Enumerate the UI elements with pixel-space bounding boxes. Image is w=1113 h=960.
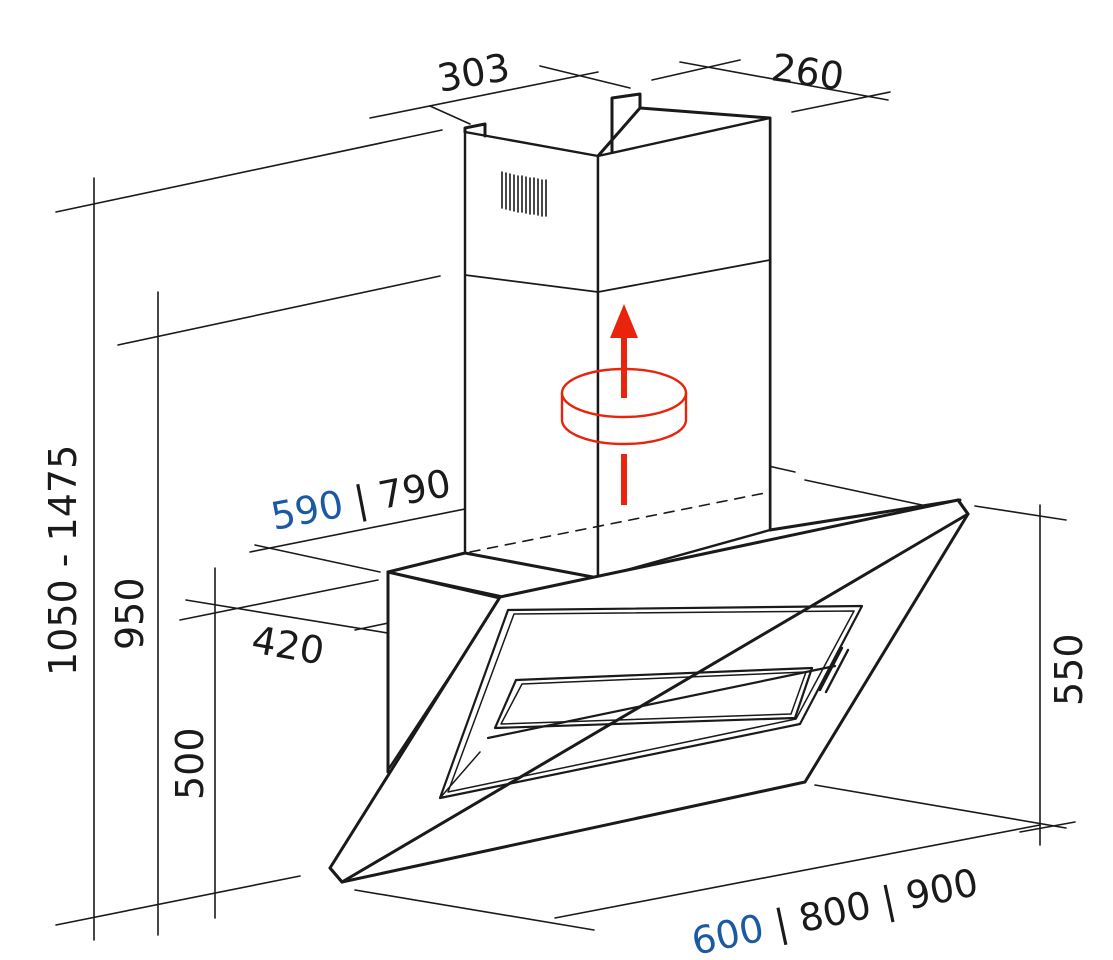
chimney <box>463 92 772 580</box>
glass-canopy <box>328 498 970 884</box>
total-height-label: 1050 - 1475 <box>41 445 85 676</box>
height-500-label: 500 <box>168 727 212 800</box>
hood-width-label: 600 | 800 | 900 <box>688 860 983 960</box>
control-strip-button[interactable] <box>818 646 850 694</box>
vent-grille-icon <box>501 171 547 217</box>
glass-height-label: 550 <box>1047 633 1091 706</box>
body-depth-label: 420 <box>248 618 327 674</box>
hood-width-primary: 600 <box>688 906 768 960</box>
chimney-depth-label: 260 <box>769 45 847 99</box>
chimney-width-label: 303 <box>434 45 513 101</box>
hood-depth-separator: | <box>339 475 384 526</box>
hood-depth-label: 590 | 790 <box>267 461 454 540</box>
grease-filter-frame <box>438 604 864 800</box>
airflow-arrow-icon <box>610 304 638 505</box>
hood-depth-secondary: 790 <box>375 461 455 518</box>
hood-depth-primary: 590 <box>267 482 347 539</box>
height-950-label: 950 <box>108 577 152 650</box>
motor-cylinder-icon <box>560 367 688 446</box>
hood-width-rest: | 800 | 900 <box>759 860 983 950</box>
